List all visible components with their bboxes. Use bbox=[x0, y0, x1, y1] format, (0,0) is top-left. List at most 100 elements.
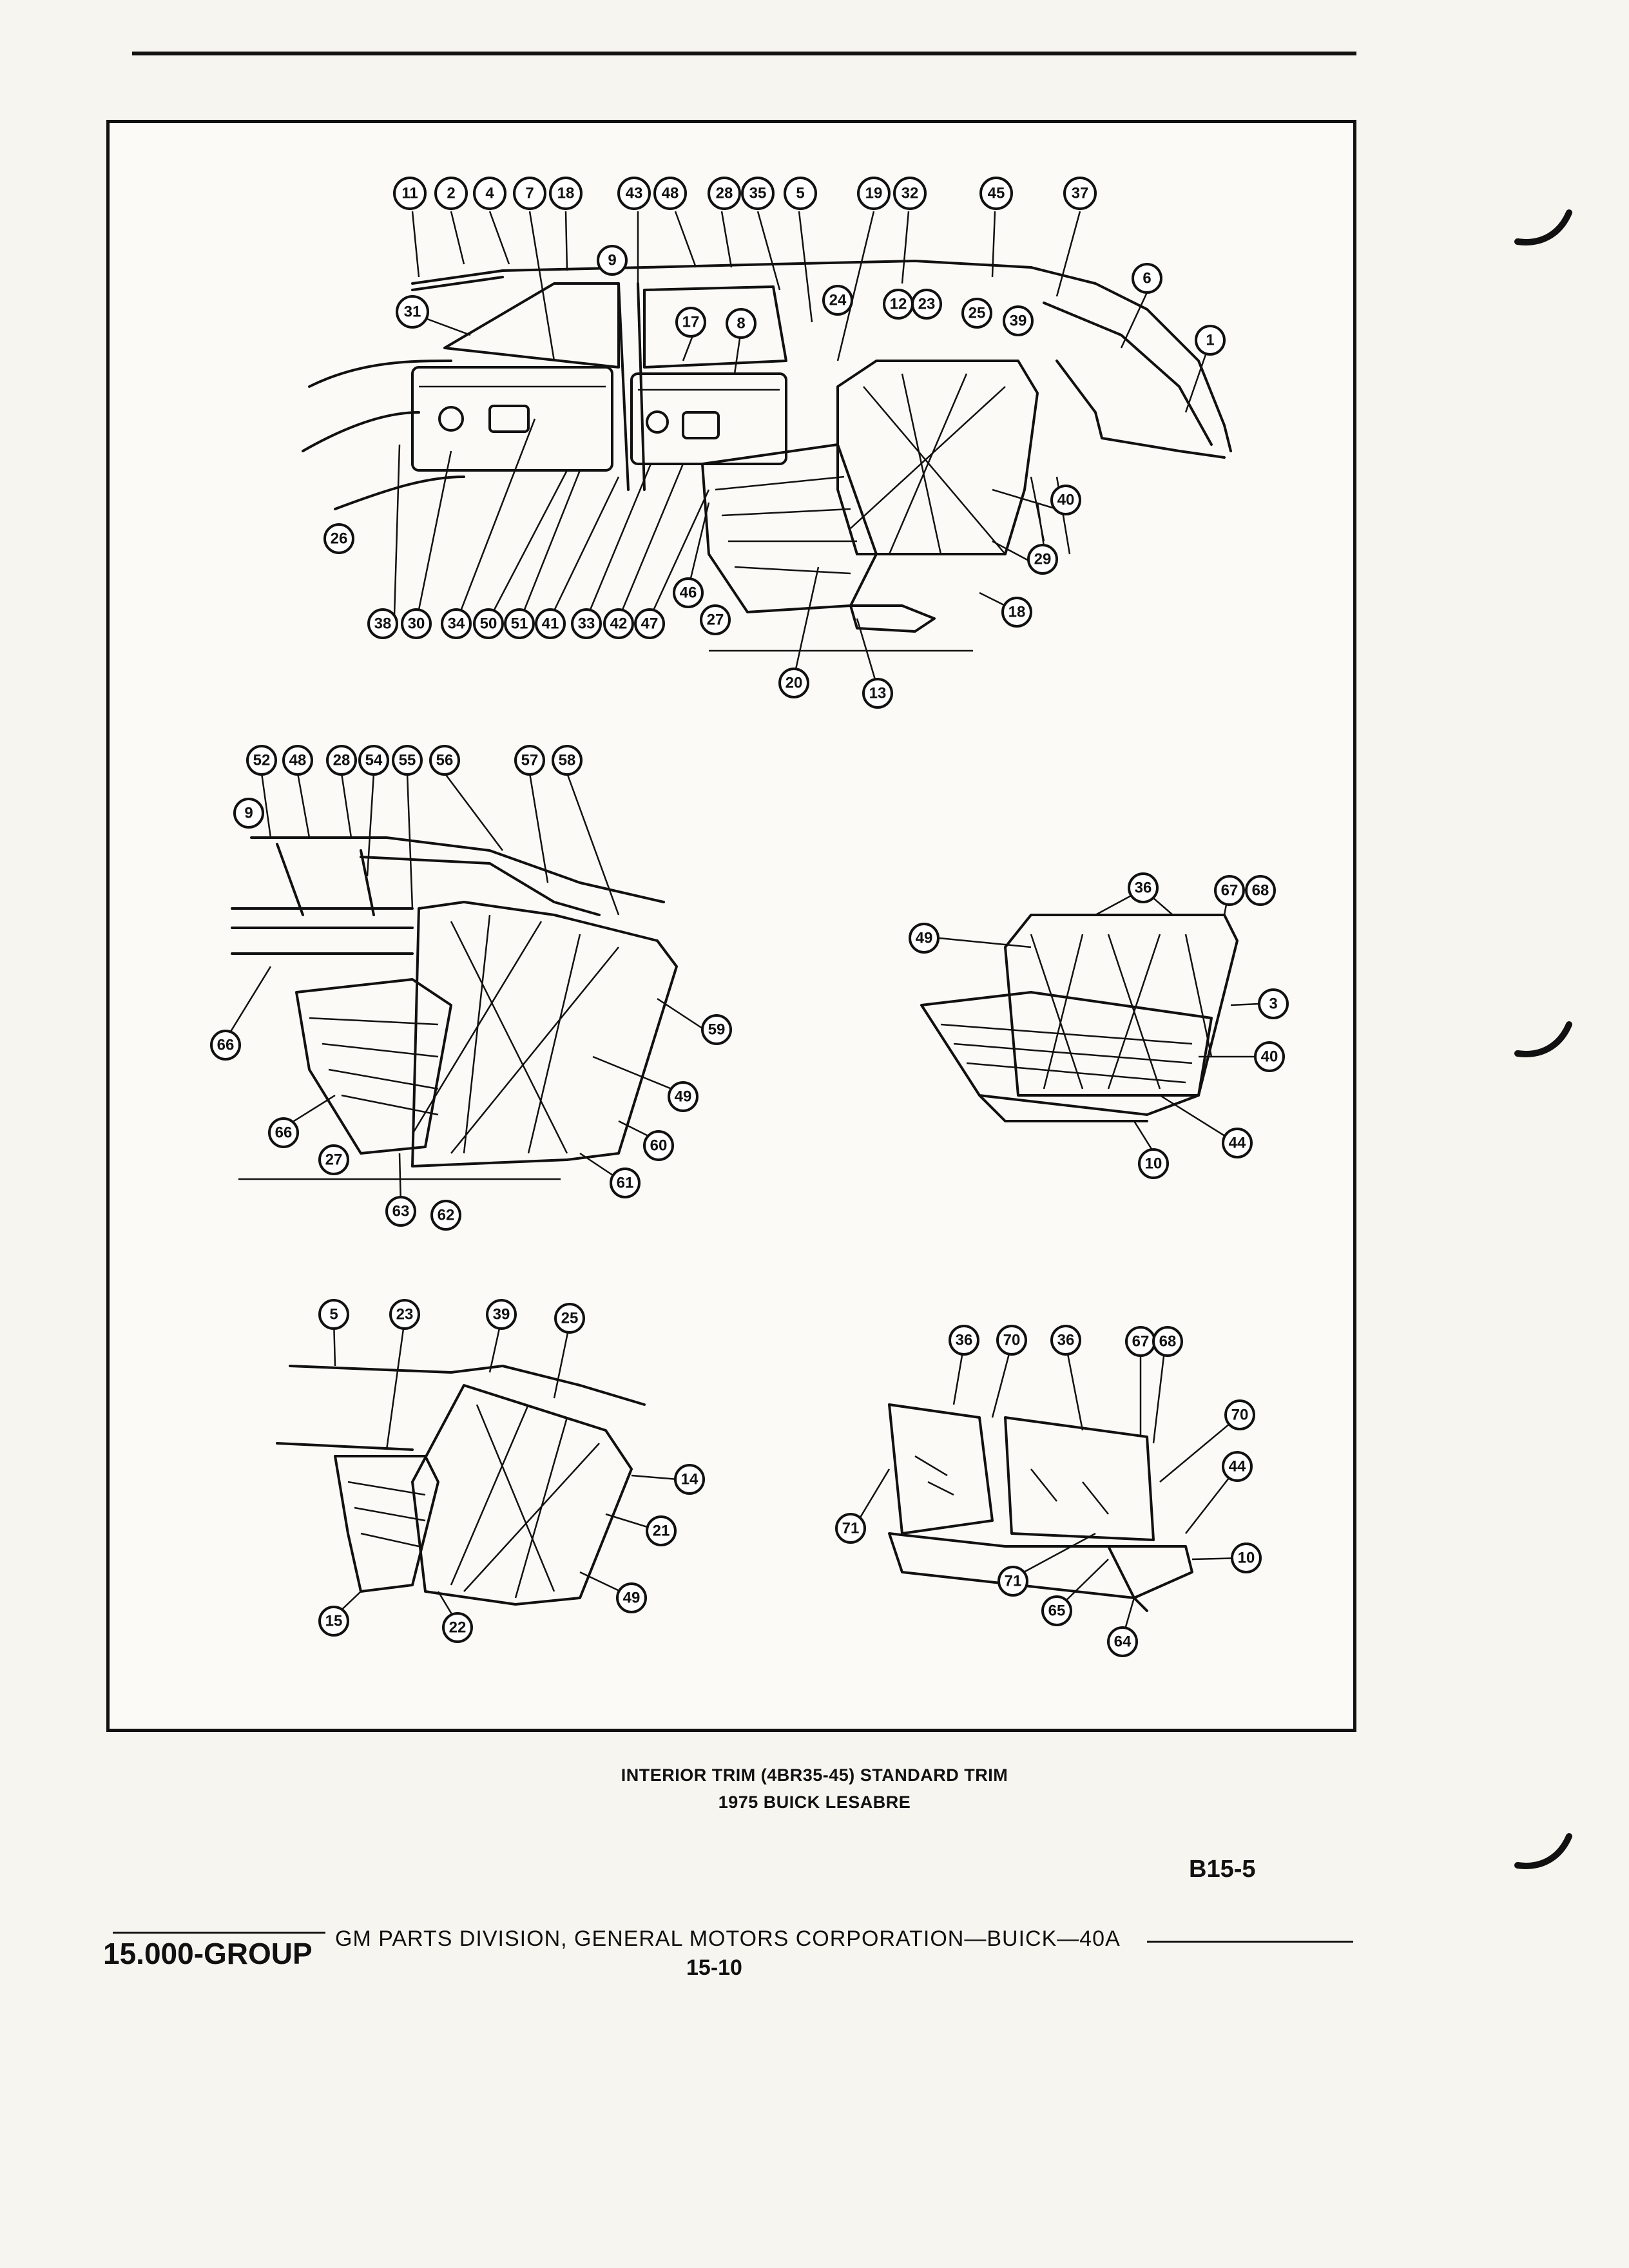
svg-text:11: 11 bbox=[401, 185, 418, 202]
svg-text:58: 58 bbox=[559, 752, 576, 769]
callout: 14 bbox=[674, 1464, 705, 1495]
callout: 61 bbox=[610, 1168, 641, 1198]
figure-caption-title: INTERIOR TRIM (4BR35-45) STANDARD TRIM bbox=[621, 1765, 1008, 1785]
callout: 31 bbox=[396, 295, 429, 329]
callout: 9 bbox=[597, 245, 628, 276]
group-label: 15.000-GROUP bbox=[103, 1937, 313, 1970]
svg-text:65: 65 bbox=[1048, 1602, 1066, 1620]
callout: 66 bbox=[268, 1117, 299, 1148]
svg-text:42: 42 bbox=[610, 615, 628, 633]
svg-text:38: 38 bbox=[374, 615, 392, 633]
callout: 34 bbox=[441, 608, 472, 639]
svg-text:35: 35 bbox=[749, 185, 767, 202]
callout: 68 bbox=[1245, 875, 1276, 906]
svg-text:27: 27 bbox=[707, 611, 724, 629]
svg-text:70: 70 bbox=[1231, 1407, 1249, 1424]
svg-text:64: 64 bbox=[1114, 1633, 1132, 1651]
callout: 7 bbox=[513, 177, 546, 210]
callout: 46 bbox=[673, 577, 704, 608]
callout: 39 bbox=[1003, 305, 1034, 336]
callout: 21 bbox=[646, 1515, 677, 1546]
svg-text:67: 67 bbox=[1221, 882, 1239, 899]
callout: 68 bbox=[1152, 1326, 1183, 1357]
callout: 60 bbox=[643, 1130, 674, 1161]
svg-text:40: 40 bbox=[1261, 1048, 1278, 1066]
callout: 25 bbox=[554, 1303, 585, 1334]
callout: 27 bbox=[700, 604, 731, 635]
svg-text:18: 18 bbox=[557, 185, 575, 202]
svg-text:45: 45 bbox=[988, 185, 1005, 202]
svg-text:50: 50 bbox=[480, 615, 497, 633]
callout: 25 bbox=[961, 298, 992, 329]
svg-text:4: 4 bbox=[485, 185, 494, 202]
svg-text:5: 5 bbox=[796, 185, 804, 202]
svg-text:44: 44 bbox=[1229, 1458, 1246, 1475]
callout: 58 bbox=[552, 745, 583, 776]
view-front-interior bbox=[302, 211, 1232, 689]
callout: 36 bbox=[1050, 1325, 1081, 1356]
callout: 12 bbox=[883, 289, 914, 320]
callout: 44 bbox=[1222, 1128, 1253, 1158]
callout: 8 bbox=[726, 308, 757, 339]
callout: 4 bbox=[473, 177, 506, 210]
svg-text:27: 27 bbox=[325, 1151, 343, 1169]
page-number: 15-10 bbox=[686, 1956, 742, 1980]
svg-text:48: 48 bbox=[662, 185, 679, 202]
svg-text:43: 43 bbox=[626, 185, 643, 202]
svg-text:49: 49 bbox=[675, 1088, 692, 1106]
svg-text:37: 37 bbox=[1072, 185, 1089, 202]
callout: 41 bbox=[535, 608, 566, 639]
callout: 13 bbox=[862, 678, 893, 709]
footer-rule-right bbox=[1147, 1941, 1353, 1943]
callout: 20 bbox=[778, 668, 809, 698]
svg-text:14: 14 bbox=[681, 1471, 699, 1488]
callout: 57 bbox=[514, 745, 545, 776]
svg-text:36: 36 bbox=[1057, 1332, 1075, 1349]
binder-mark bbox=[1514, 1021, 1572, 1057]
svg-text:52: 52 bbox=[253, 752, 271, 769]
view-rear-seat-left bbox=[224, 773, 703, 1206]
callout: 2 bbox=[434, 177, 468, 210]
svg-text:44: 44 bbox=[1229, 1135, 1246, 1152]
svg-text:28: 28 bbox=[333, 752, 351, 769]
callout: 70 bbox=[996, 1325, 1027, 1356]
svg-text:23: 23 bbox=[396, 1306, 414, 1323]
callout: 24 bbox=[822, 285, 853, 316]
svg-text:70: 70 bbox=[1003, 1332, 1021, 1349]
callout: 6 bbox=[1132, 263, 1162, 294]
callout: 27 bbox=[318, 1144, 349, 1175]
binder-mark bbox=[1514, 1833, 1572, 1869]
footer-rule-left bbox=[113, 1932, 325, 1934]
svg-text:6: 6 bbox=[1142, 270, 1151, 287]
header-rule bbox=[132, 52, 1356, 55]
callout: 54 bbox=[358, 745, 389, 776]
svg-text:20: 20 bbox=[786, 675, 803, 692]
svg-text:49: 49 bbox=[623, 1590, 641, 1607]
callout: 17 bbox=[675, 307, 706, 338]
callout: 56 bbox=[429, 745, 460, 776]
svg-text:68: 68 bbox=[1252, 882, 1269, 899]
svg-text:17: 17 bbox=[682, 314, 700, 331]
svg-text:34: 34 bbox=[448, 615, 465, 633]
callout: 5 bbox=[784, 177, 817, 210]
svg-text:2: 2 bbox=[447, 185, 455, 202]
callout: 45 bbox=[979, 177, 1013, 210]
svg-text:22: 22 bbox=[449, 1619, 467, 1637]
svg-text:67: 67 bbox=[1132, 1333, 1150, 1350]
callout: 43 bbox=[617, 177, 651, 210]
callout: 32 bbox=[893, 177, 927, 210]
svg-text:48: 48 bbox=[289, 752, 307, 769]
callout: 15 bbox=[318, 1606, 349, 1637]
callout: 39 bbox=[486, 1299, 517, 1330]
svg-text:39: 39 bbox=[493, 1306, 510, 1323]
svg-text:28: 28 bbox=[716, 185, 733, 202]
svg-text:63: 63 bbox=[392, 1203, 410, 1220]
svg-text:25: 25 bbox=[969, 305, 986, 322]
callout: 67 bbox=[1125, 1326, 1156, 1357]
plate-id: B15-5 bbox=[1189, 1856, 1256, 1883]
svg-text:24: 24 bbox=[829, 292, 847, 309]
svg-text:3: 3 bbox=[1269, 995, 1277, 1013]
callout: 62 bbox=[430, 1200, 461, 1231]
svg-text:71: 71 bbox=[842, 1520, 860, 1537]
callout: 30 bbox=[401, 608, 432, 639]
